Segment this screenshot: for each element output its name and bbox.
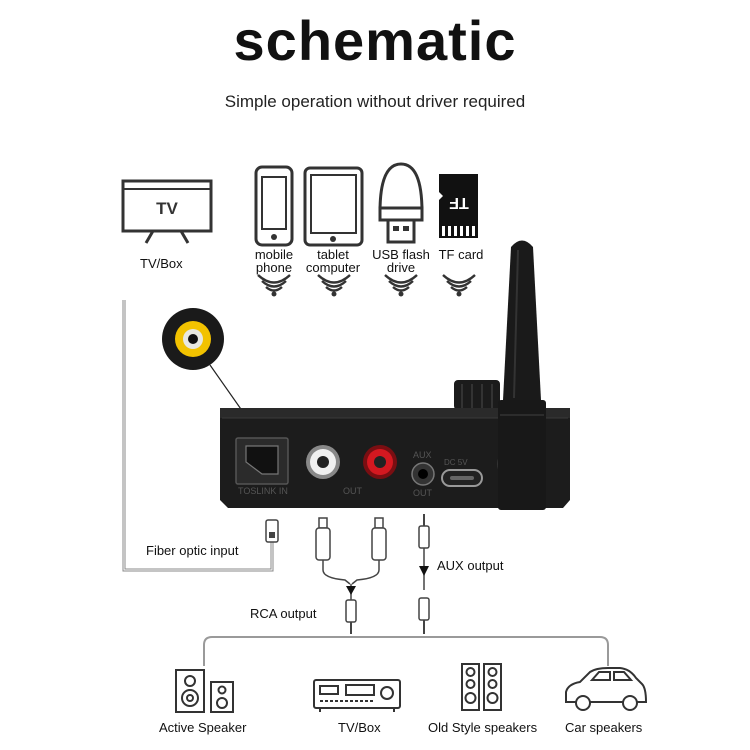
signal-icon (257, 274, 291, 297)
rca-output-label: RCA output (250, 606, 317, 621)
car-icon (565, 667, 648, 711)
signal-icon (442, 274, 476, 297)
fiber-optic-input-label: Fiber optic input (146, 543, 239, 558)
output-bus-line (203, 636, 609, 666)
rca-out-label: OUT (343, 486, 363, 496)
old-style-speakers-icon (461, 663, 502, 711)
tf-card-label: TF card (438, 247, 484, 262)
av-receiver-icon (313, 679, 401, 712)
aux-port-label: AUX (413, 450, 432, 460)
active-speaker-icon (175, 669, 234, 713)
aux-cable-icon (418, 514, 430, 634)
arrow-down-icon (419, 566, 429, 576)
rca-cable-icon (315, 517, 387, 634)
page-title: schematic (233, 9, 517, 72)
tv-icon: TV (121, 179, 213, 244)
output-label-tv-box: TV/Box (338, 720, 381, 735)
signal-icon (317, 274, 351, 297)
tablet-icon (303, 166, 364, 247)
toslink-port-label: TOSLINK IN (238, 486, 288, 496)
usb-drive-icon (378, 162, 424, 244)
tf-chip-text: TF (449, 194, 469, 211)
dc-port-label: DC 5V (444, 458, 468, 467)
aux-output-label: AUX output (437, 558, 504, 573)
output-label-old-style-speakers: Old Style speakers (428, 720, 538, 735)
tv-box-source-label: TV/Box (140, 256, 183, 271)
output-label-car-speakers: Car speakers (565, 720, 643, 735)
signal-icon (384, 274, 418, 297)
receiver-device: TOSLINK IN OUT AUX OUT DC 5V (220, 408, 570, 508)
optical-jack-closeup (162, 308, 224, 370)
output-label-active-speaker: Active Speaker (159, 720, 247, 735)
page-subtitle: Simple operation without driver required (224, 92, 526, 111)
tv-screen-text: TV (156, 199, 178, 218)
antenna (498, 240, 546, 510)
volume-knob (454, 380, 500, 410)
aux-out-label: OUT (413, 488, 433, 498)
arrow-down-icon (346, 586, 356, 595)
toslink-plug-icon (265, 519, 279, 543)
mobile-phone-icon (254, 165, 294, 247)
tf-card-icon: TF (439, 174, 478, 238)
